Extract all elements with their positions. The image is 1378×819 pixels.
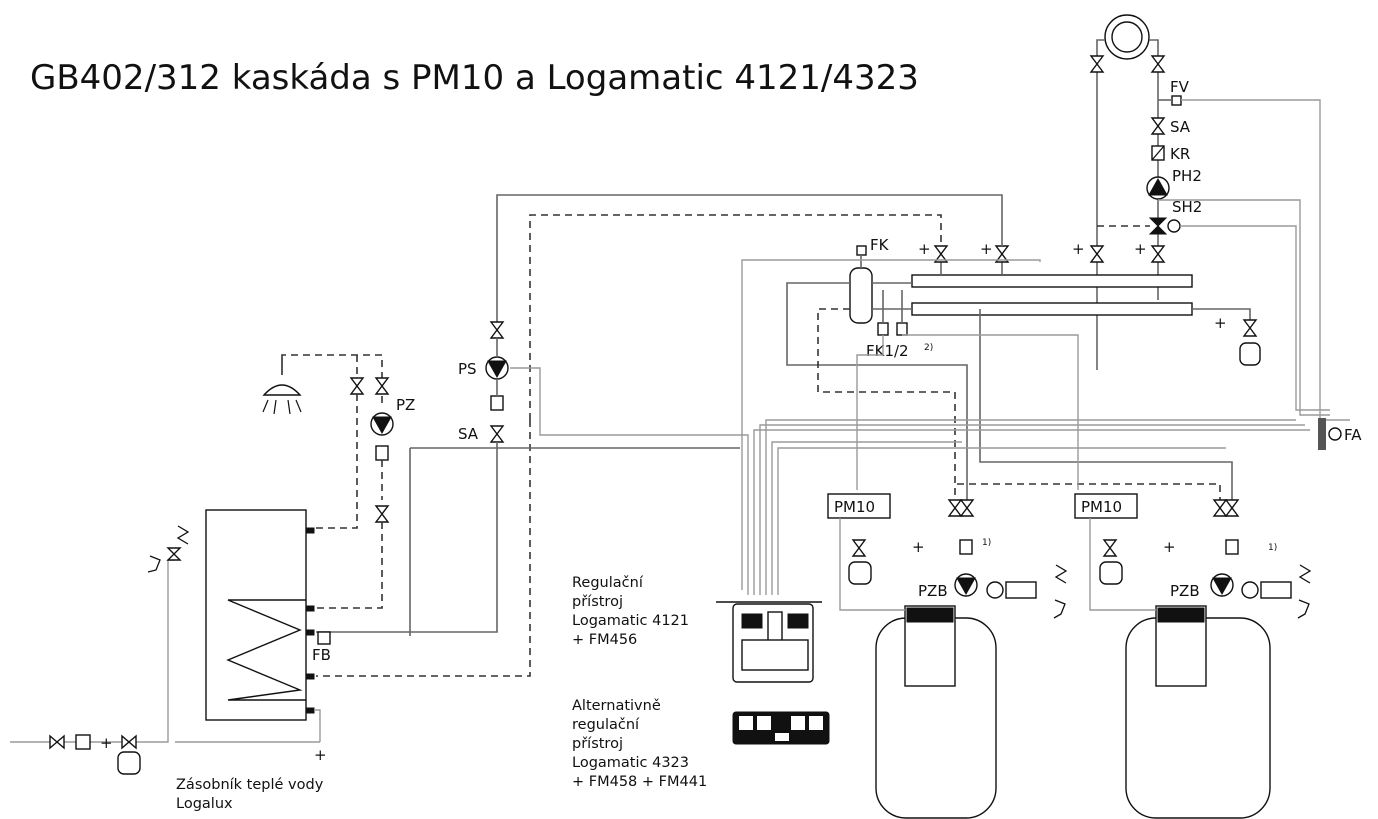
outdoor-sensor-icon <box>1328 427 1342 441</box>
valve-icon <box>1224 499 1240 517</box>
valve-icon <box>933 245 949 263</box>
caption-line: přístroj <box>572 594 623 610</box>
valve-icon <box>959 499 975 517</box>
boiler-1: PM10 1) PZB + <box>827 493 1068 819</box>
label-ps: PS <box>458 360 477 378</box>
label-fk12: FK1/2 <box>866 342 909 360</box>
svg-text:+: + <box>918 240 931 258</box>
svg-text:+: + <box>314 746 327 764</box>
boiler-feed-pipes <box>741 259 1233 590</box>
label-fv: FV <box>1170 78 1190 96</box>
dhw-circuit: PZ <box>262 354 415 609</box>
valve-icon <box>947 499 963 517</box>
caption-line: Alternativně <box>572 698 661 714</box>
caption-line: regulační <box>572 717 640 733</box>
valve-icon <box>489 425 505 443</box>
label-pm10-2: PM10 <box>1081 498 1122 516</box>
label-note1-a: 1) <box>982 538 991 548</box>
valve-icon <box>489 321 505 339</box>
label-pzb-1: PZB <box>918 582 948 600</box>
label-sh2: SH2 <box>1172 198 1202 216</box>
caption-line: Logamatic 4323 <box>572 755 689 771</box>
cold-water-inlet: + <box>10 525 190 775</box>
valve-icon <box>374 505 390 523</box>
expansion-vessel-icon <box>1099 561 1123 585</box>
svg-text:+: + <box>100 734 113 752</box>
caption-line: + FM456 <box>572 632 638 648</box>
caption-line: přístroj <box>572 736 623 752</box>
controller-cables <box>496 194 1310 595</box>
outdoor-sensor: FA <box>1318 418 1362 450</box>
svg-text:+: + <box>912 538 925 556</box>
caption-controller-main: Regulační přístroj Logamatic 4121 + FM45… <box>572 574 689 650</box>
label-ph2: PH2 <box>1172 167 1202 185</box>
valve-icon <box>994 245 1010 263</box>
valve-icon <box>374 377 390 395</box>
label-note2: 2) <box>924 343 933 353</box>
boiler-2: PM10 1) PZB + <box>1074 493 1312 819</box>
fb-sensor-icon <box>317 631 331 645</box>
heating-circuit: FV SA KR PH2 SH2 <box>1089 14 1350 421</box>
fk2-sensor-icon <box>896 322 908 336</box>
label-sa-top: SA <box>1170 118 1191 136</box>
expansion-vessel-icon <box>848 561 872 585</box>
manifold: FK FK1/2 2) + + + + + <box>849 236 1261 366</box>
shower-icon <box>262 358 302 415</box>
svg-text:+: + <box>1214 314 1227 332</box>
label-kr: KR <box>1170 145 1190 163</box>
pm10-module <box>827 493 891 519</box>
svg-text:+: + <box>1134 240 1147 258</box>
caption-line: + FM458 + FM441 <box>572 774 708 790</box>
label-fb: FB <box>312 646 331 664</box>
storage-pump-circuit: PS SA <box>316 321 740 677</box>
valve-icon <box>1089 55 1166 263</box>
caption-line: Logamatic 4121 <box>572 613 689 629</box>
storage-tank: FB + <box>175 509 331 764</box>
caption-controller-alt: Alternativně regulační přístroj Logamati… <box>572 697 707 792</box>
fk-sensor-icon <box>856 245 867 256</box>
valve-icon <box>349 377 365 395</box>
fk1-sensor-icon <box>877 322 889 336</box>
hydraulic-separator <box>849 267 873 324</box>
pm10-module <box>1074 493 1138 519</box>
controller-4323 <box>732 711 830 745</box>
diagram-title: GB402/312 kaskáda s PM10 a Logamatic 412… <box>30 58 919 98</box>
fv-sensor-icon <box>1171 95 1182 106</box>
label-fk: FK <box>870 236 890 254</box>
svg-text:+: + <box>1163 538 1176 556</box>
controller-4121 <box>716 601 822 683</box>
label-note1-b: 1) <box>1268 543 1277 553</box>
caption-line: Logalux <box>176 796 233 812</box>
expansion-vessel-icon <box>117 751 141 775</box>
valve-icon <box>49 734 65 750</box>
expansion-vessel-icon <box>1239 342 1261 366</box>
svg-text:+: + <box>1072 240 1085 258</box>
valve-icon <box>1212 499 1228 517</box>
label-sa-dhw: SA <box>458 425 479 443</box>
caption-storage-tank: Zásobník teplé vody Logalux <box>176 776 323 814</box>
label-pz: PZ <box>396 396 415 414</box>
mixer-sh2-icon <box>1148 217 1168 235</box>
label-pm10-1: PM10 <box>834 498 875 516</box>
caption-line: Zásobník teplé vody <box>176 777 324 793</box>
svg-text:+: + <box>980 240 993 258</box>
caption-line: Regulační <box>572 575 643 591</box>
label-fa: FA <box>1344 426 1362 444</box>
label-pzb-2: PZB <box>1170 582 1200 600</box>
